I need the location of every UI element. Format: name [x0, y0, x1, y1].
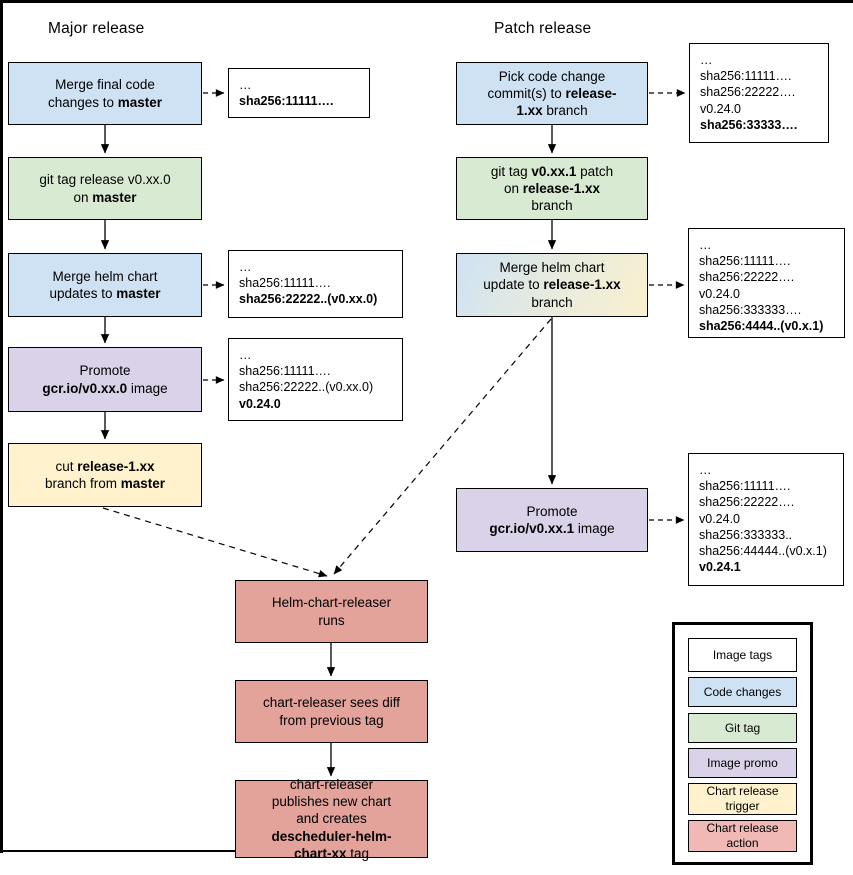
legend-item-code-changes: Code changes — [688, 677, 797, 707]
flow-box-promote-patch-image: Promote gcr.io/v0.xx.1 image — [456, 488, 648, 552]
flow-box-cut-branch: cut release-1.xx branch from master — [8, 443, 202, 507]
flow-box-releaser-runs: Helm-chart-releaser runs — [235, 580, 428, 643]
flow-box-promote-image: Promote gcr.io/v0.xx.0 image — [8, 347, 202, 412]
dashed-arrow-helm-update-to-releaser — [333, 318, 552, 575]
legend: Image tags Code changes Git tag Image pr… — [672, 622, 813, 865]
flow-box-pick-code-change: Pick code change commit(s) to release-1.… — [456, 62, 648, 125]
legend-item-chart-release-trigger: Chart release trigger — [688, 783, 797, 815]
flow-box-git-tag-patch: git tag v0.xx.1 patch on release-1.xx br… — [456, 157, 648, 220]
major-release-title: Major release — [48, 20, 145, 37]
canvas-border-top — [0, 0, 853, 3]
image-tags-box-major-1: …sha256:11111…. — [228, 68, 370, 118]
canvas-border-left — [0, 0, 3, 853]
legend-item-chart-release-action: Chart release action — [688, 820, 797, 852]
flow-box-sees-diff: chart-releaser sees diff from previous t… — [235, 680, 428, 743]
legend-item-git-tag: Git tag — [688, 713, 797, 743]
legend-item-image-tags: Image tags — [688, 638, 797, 672]
flow-box-git-tag-release: git tag release v0.xx.0 on master — [8, 157, 202, 220]
image-tags-box-major-3: …sha256:11111….sha256:22222..(v0.xx.0)v0… — [228, 338, 403, 421]
dashed-arrow-cut-branch-to-releaser — [102, 507, 328, 578]
flow-box-merge-final-code: Merge final code changes to master — [8, 62, 202, 125]
flow-box-publishes-chart: chart-releaser publishes new chart and c… — [235, 777, 428, 861]
flow-box-merge-helm-chart: Merge helm chart updates to master — [8, 253, 202, 317]
legend-item-image-promo: Image promo — [688, 748, 797, 778]
patch-release-title: Patch release — [494, 20, 592, 37]
flow-box-merge-helm-update: Merge helm chart update to release-1.xx … — [456, 253, 648, 317]
canvas-border-bottom — [0, 850, 237, 852]
image-tags-box-major-2: …sha256:11111….sha256:22222..(v0.xx.0) — [228, 250, 403, 318]
